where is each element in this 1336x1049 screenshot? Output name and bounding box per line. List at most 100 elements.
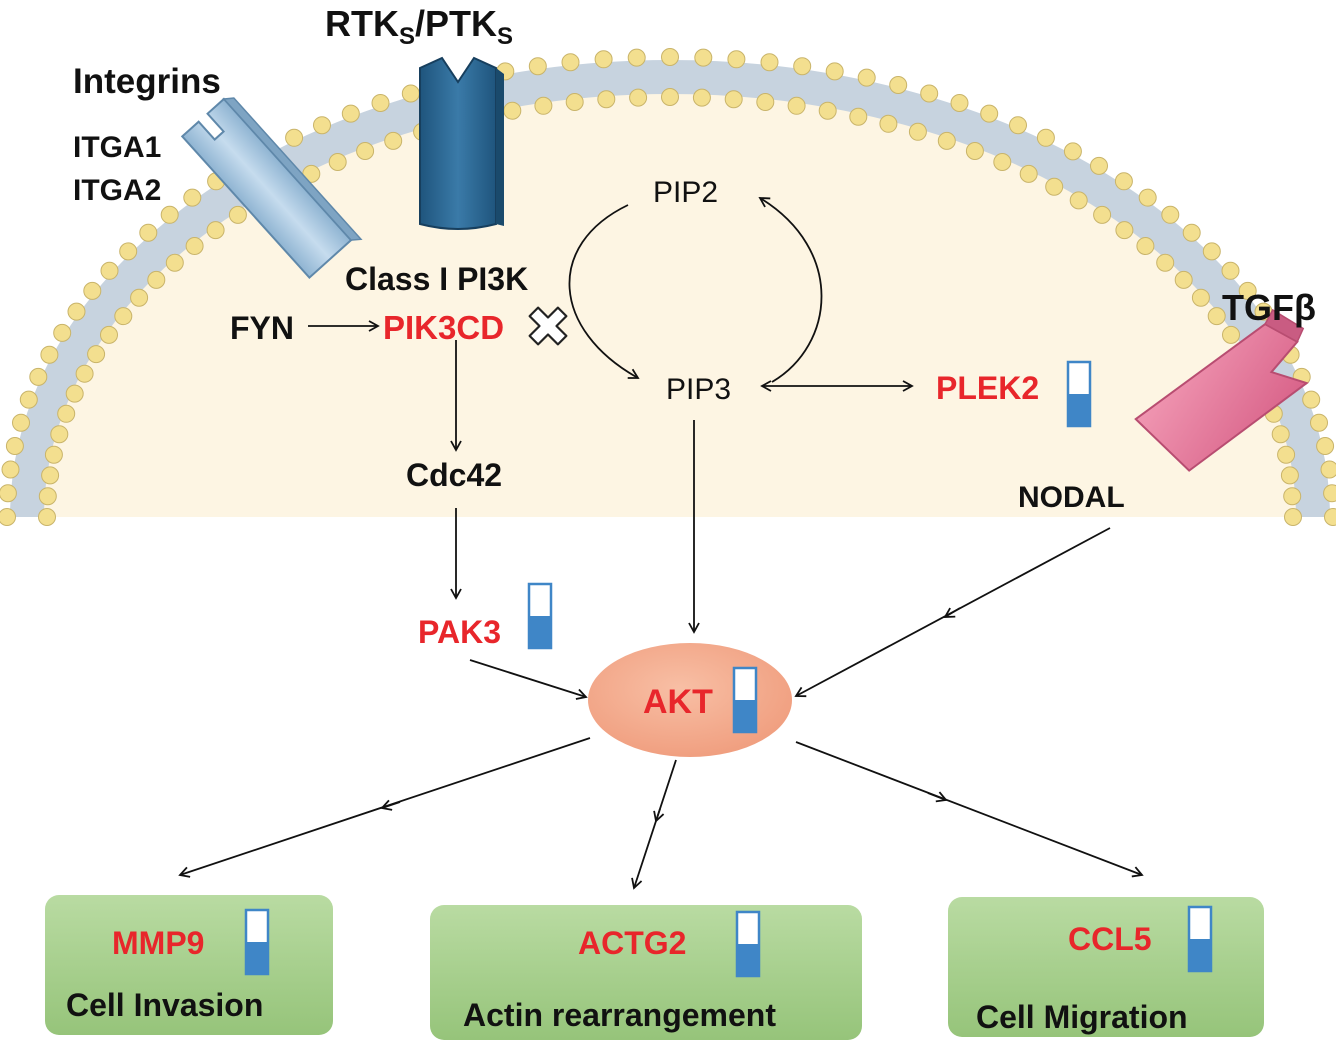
pip3-label: PIP3: [666, 373, 731, 406]
lipid-head: [857, 68, 876, 87]
membrane-bilayer: [0, 48, 1336, 526]
lipid-head: [534, 96, 553, 115]
lipid-head: [1222, 325, 1240, 344]
actg2-label: ACTG2: [578, 925, 686, 961]
lipid-head: [528, 57, 547, 76]
lipid-head: [1284, 508, 1302, 526]
fyn-label: FYN: [230, 310, 294, 346]
lipid-head: [627, 48, 646, 67]
lipid-head: [384, 131, 403, 150]
lipid-head: [130, 288, 149, 307]
lipid-head: [5, 437, 24, 455]
lipid-head: [313, 116, 331, 135]
mmp9-level-indicator: [244, 908, 270, 976]
actg2-level-indicator: [735, 910, 761, 978]
lipid-head: [787, 96, 806, 115]
outcome-box-migration: [948, 897, 1264, 1037]
lipid-head: [1221, 261, 1240, 280]
lipid-head: [228, 205, 247, 224]
lipid-head: [561, 53, 580, 72]
itga2-label: ITGA2: [73, 174, 161, 207]
lipid-head: [1182, 223, 1201, 242]
lipid-head: [1271, 425, 1290, 444]
ccl5-label: CCL5: [1068, 921, 1152, 957]
lipid-head: [980, 104, 999, 123]
cell-interior: [27, 77, 1313, 517]
lipid-head: [0, 484, 17, 503]
lipid-head: [53, 323, 72, 342]
lipid-head: [889, 76, 908, 94]
lipid-head: [12, 413, 30, 432]
lipid-head: [724, 90, 743, 109]
lipid-head: [694, 48, 713, 67]
lipid-head: [1009, 116, 1027, 135]
lipid-head: [185, 237, 204, 255]
lipid-head: [1202, 242, 1221, 261]
akt-label: AKT: [643, 683, 713, 721]
lipid-head: [793, 57, 812, 76]
lipid-head: [50, 425, 69, 444]
lipid-head: [371, 94, 390, 112]
lipid-head: [920, 84, 939, 103]
lipid-head: [1238, 281, 1257, 300]
lipid-head: [1114, 172, 1133, 191]
pip2-label: PIP2: [653, 176, 718, 209]
lipid-head: [727, 50, 746, 69]
lipid-head: [147, 270, 166, 289]
arrow-nodal-akt-tick: [943, 607, 961, 618]
pik3cd-label: PIK3CD: [383, 309, 504, 346]
arrow-akt-actin: [631, 759, 677, 890]
lipid-head: [760, 53, 779, 72]
lipid-head: [965, 142, 984, 160]
lipid-head: [597, 90, 616, 109]
lipid-head: [879, 114, 898, 133]
lipid-head: [1156, 253, 1175, 272]
lipid-head: [1161, 205, 1180, 224]
inhibition-x-icon: [528, 306, 568, 346]
cell-migration-label: Cell Migration: [976, 999, 1188, 1035]
lipid-head: [100, 325, 118, 344]
lipid-head: [83, 281, 102, 300]
plek2-label: PLEK2: [936, 370, 1039, 406]
expression-indicators: [244, 360, 1213, 978]
rtk-label: RTKS/PTKS: [325, 3, 513, 50]
lipid-head: [119, 242, 138, 261]
lipid-head: [1036, 128, 1055, 147]
cell-invasion-label: Cell Invasion: [66, 987, 263, 1023]
lipid-head: [40, 345, 59, 364]
lipid-head: [114, 307, 133, 326]
lipid-head: [503, 101, 522, 120]
lipid-head: [825, 62, 844, 81]
arrow-akt-invasion-tick: [380, 799, 401, 811]
lipid-head: [19, 390, 38, 409]
lipid-head: [1324, 508, 1336, 526]
lipid-head: [1283, 487, 1302, 506]
lipid-head: [206, 221, 225, 240]
lipid-head: [160, 205, 179, 224]
lipid-head: [993, 153, 1012, 171]
lipid-head: [328, 153, 347, 171]
lipid-head: [1136, 237, 1155, 255]
lipid-head: [594, 50, 613, 69]
lipid-head: [1045, 177, 1064, 196]
lipid-head: [1316, 437, 1335, 455]
lipid-head: [100, 261, 119, 280]
lipid-head: [87, 345, 106, 364]
lipid-head: [629, 88, 648, 107]
lipid-head: [1302, 390, 1321, 409]
class1-pi3k-label: Class I PI3K: [345, 261, 528, 297]
arrow-akt-migration-tick: [927, 791, 948, 803]
lipid-head: [692, 88, 711, 107]
pak3-label: PAK3: [418, 614, 501, 650]
lipid-head: [1069, 191, 1088, 210]
lipid-head: [0, 508, 16, 526]
lipid-head: [67, 302, 86, 321]
lipid-head: [75, 364, 94, 383]
lipid-head: [1138, 188, 1157, 207]
mmp9-label: MMP9: [112, 925, 204, 961]
integrin-receptor: [180, 97, 363, 280]
lipid-head: [1277, 445, 1296, 464]
akt-level-indicator: [732, 666, 758, 734]
lipid-head: [401, 84, 420, 103]
